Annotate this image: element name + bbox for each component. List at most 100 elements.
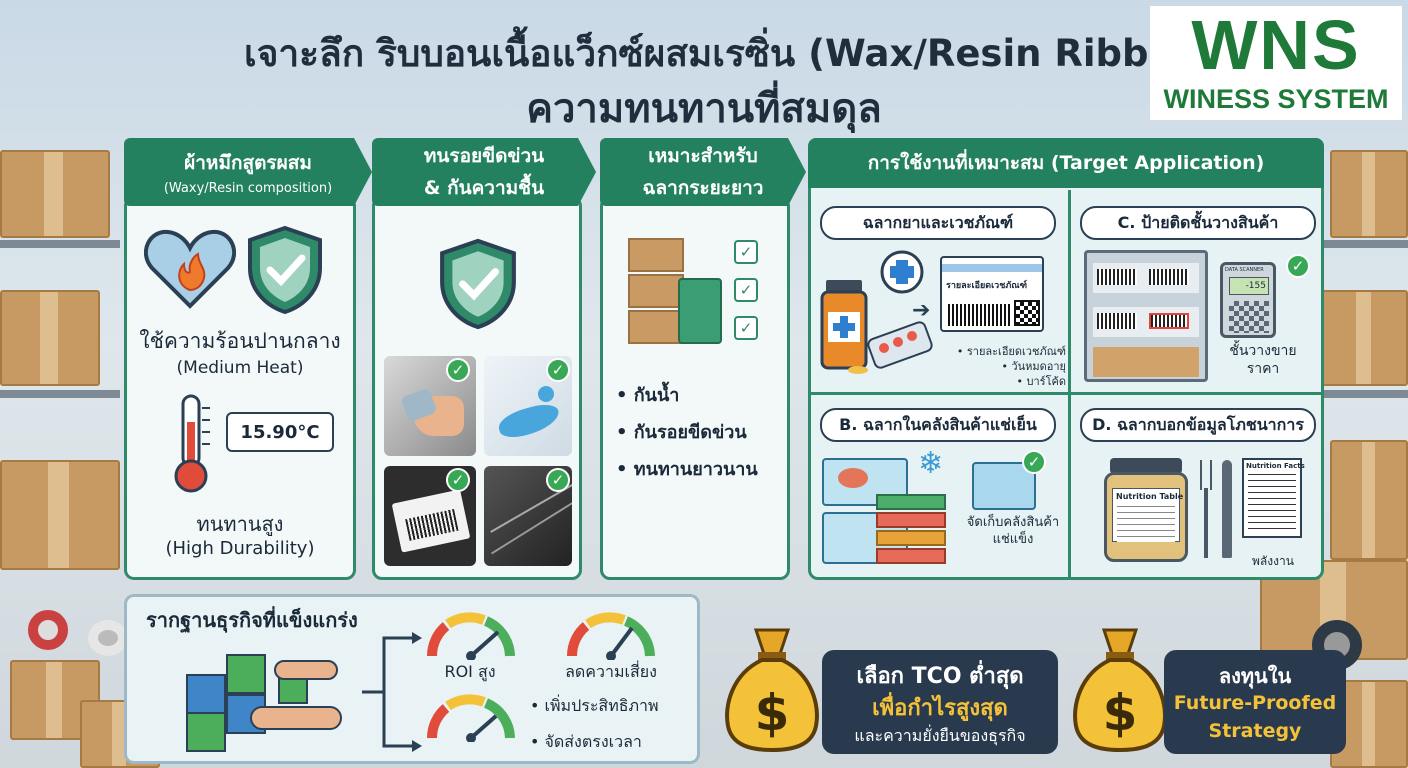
target-heading: การใช้งานที่เหมาะสม (Target Application) <box>808 138 1324 188</box>
branch-arrows <box>362 632 422 752</box>
scanner-device: DATA SCANNER -155 <box>1220 262 1276 338</box>
svg-text:$: $ <box>755 684 790 742</box>
jar-icon: Nutrition Table <box>1104 458 1188 562</box>
scanner-value: -155 <box>1245 281 1266 291</box>
check-icon: ✓ <box>546 358 570 382</box>
check-icon: ✓ <box>446 358 470 382</box>
stacked-boxes-icon <box>628 238 724 344</box>
pharma-bullet-barcode: • บาร์โค้ด <box>1016 375 1066 388</box>
medium-heat-thai: ใช้ความร้อนปานกลาง <box>139 329 341 353</box>
shield-check-icon <box>440 238 516 330</box>
medicine-bottle-icon <box>820 250 933 374</box>
label-cold-storage: B. ฉลากในคลังสินค้าแช่เย็น <box>820 408 1056 442</box>
check-icon: ✓ <box>1022 450 1046 474</box>
nutrition-caption: พลังงาน <box>1252 554 1294 568</box>
composition-heading: ผ้าหมึกสูตรผสม (Waxy/Resin composition) <box>124 138 372 206</box>
label-nutrition-text: D. ฉลากบอกข้อมูลโภชนาการ <box>1092 414 1304 434</box>
composition-subtitle: (Waxy/Resin composition) <box>163 181 333 196</box>
check-icon: ✓ <box>1286 254 1310 278</box>
jar-label-text: Nutrition Table <box>1116 492 1184 501</box>
future-line1: ลงทุนใน <box>1218 664 1292 688</box>
barcode-icon <box>948 304 1010 326</box>
longterm-title-line1: เหมาะสำหรับ <box>648 145 758 167</box>
pharma-card-accent <box>942 264 1042 272</box>
temperature-readout: 15.90°C <box>226 412 334 452</box>
shelf-caption-line1: ชั้นวางขาย <box>1229 343 1297 359</box>
bullet-long-lasting: • ทนทานยาวนาน <box>616 459 758 480</box>
check-icon: ✓ <box>734 316 758 340</box>
bullet-scratch-resistant: • กันรอยขีดข่วน <box>616 422 747 443</box>
snowflake-icon: ❄ <box>918 446 944 481</box>
pharma-card-title: รายละเอียดเวชภัณฑ์ <box>946 281 1028 291</box>
fork-knife-icon <box>1196 460 1236 560</box>
arrow-icon: ➔ <box>912 298 931 323</box>
tape-roll-icon <box>28 610 68 650</box>
shelf-caption-line2: ราคา <box>1246 361 1280 377</box>
scanner-screen: -155 <box>1229 277 1269 295</box>
longterm-bullets: • กันน้ำ • กันรอยขีดข่วน • ทนทานยาวนาน <box>616 380 786 491</box>
check-icon: ✓ <box>734 278 758 302</box>
wns-logo: WNS WINESS SYSTEM <box>1150 6 1402 120</box>
label-shelf: C. ป้ายติดชั้นวางสินค้า <box>1080 206 1316 240</box>
qr-code-icon <box>1014 300 1040 326</box>
thermometer-icon <box>174 394 210 493</box>
wiping-hand-image <box>384 356 476 456</box>
high-durability-english: (High Durability) <box>165 538 315 559</box>
page-title-line2: ความทนทานที่สมดุล <box>526 86 882 132</box>
cold-caption-line2: แช่แข็ง <box>992 532 1034 547</box>
money-bag-icon: $ <box>725 628 819 753</box>
roi-label: ROI สูง <box>444 662 496 681</box>
future-line2: Future-Proofed <box>1173 692 1337 714</box>
target-divider <box>1068 190 1071 580</box>
svg-text:$: $ <box>1103 684 1138 742</box>
pharma-bullet-expiry: • วันหมดอายุ <box>1001 360 1066 373</box>
money-bag-icon: $ <box>1073 628 1167 753</box>
resistance-title-line2: & กันความชื้น <box>423 177 545 199</box>
pharma-label-card: รายละเอียดเวชภัณฑ์ <box>940 256 1044 332</box>
gauge-icon <box>566 612 655 660</box>
business-bullet-ontime: • จัดส่งตรงเวลา <box>530 732 642 751</box>
building-blocks-icon <box>186 650 356 756</box>
target-title: การใช้งานที่เหมาะสม (Target Application) <box>867 152 1265 174</box>
composition-title: ผ้าหมึกสูตรผสม <box>184 152 312 174</box>
cold-storage-caption: จัดเก็บคลังสินค้า แช่แข็ง <box>958 514 1068 548</box>
tco-line3: และความยั่งยืนของธุรกิจ <box>854 726 1026 745</box>
check-icon: ✓ <box>446 468 470 492</box>
target-divider <box>810 392 1322 395</box>
bullet-waterproof: • กันน้ำ <box>616 385 680 406</box>
check-icon: ✓ <box>734 240 758 264</box>
check-icon: ✓ <box>546 468 570 492</box>
scanner-label: DATA SCANNER <box>1225 267 1264 273</box>
pharma-bullets: • รายละเอียดเวชภัณฑ์ • วันหมดอายุ • บาร์… <box>930 344 1066 389</box>
tco-box: เลือก TCO ต่ำสุด เพื่อกำไรสูงสุด และความ… <box>822 650 1058 754</box>
logo-name: WINESS SYSTEM <box>1163 84 1389 114</box>
high-durability-thai: ทนทานสูง <box>196 512 284 536</box>
gauge-icon <box>426 612 515 660</box>
label-nutrition: D. ฉลากบอกข้อมูลโภชนาการ <box>1080 408 1316 442</box>
tape-roll-icon <box>88 620 128 656</box>
business-bullet-efficiency: • เพิ่มประสิทธิภาพ <box>530 696 659 715</box>
shield-check-icon <box>248 225 322 315</box>
future-box: ลงทุนใน Future-Proofed Strategy <box>1164 650 1346 754</box>
nutrition-sheet-title: Nutrition Facts <box>1246 462 1305 470</box>
label-shelf-text: C. ป้ายติดชั้นวางสินค้า <box>1117 212 1279 232</box>
risk-label: ลดความเสี่ยง <box>565 662 657 681</box>
shelf-caption: ชั้นวางขาย ราคา <box>1208 342 1318 378</box>
longterm-heading: เหมาะสำหรับ ฉลากระยะยาว <box>600 138 806 206</box>
nutrition-facts-sheet: Nutrition Facts <box>1242 458 1305 538</box>
water-splash-image <box>484 356 572 456</box>
page-title-line1: เจาะลึก ริบบอนเนื้อแว็กซ์ผสมเรซิ่น (Wax/… <box>244 32 1174 75</box>
temperature-value: 15.90°C <box>240 421 320 443</box>
resistance-heading: ทนรอยขีดข่วน & กันความชื้น <box>372 138 596 206</box>
gauge-icon <box>426 694 515 742</box>
label-pharma-text: ฉลากยาและเวชภัณฑ์ <box>862 212 1014 232</box>
medium-heat-english: (Medium Heat) <box>176 358 304 378</box>
scanner-keypad <box>1229 301 1269 333</box>
store-shelf-image <box>1084 250 1208 382</box>
tco-line2: เพื่อกำไรสูงสุด <box>872 696 1008 721</box>
label-cold-storage-text: B. ฉลากในคลังสินค้าแช่เย็น <box>839 414 1037 434</box>
resistance-title-line1: ทนรอยขีดข่วน <box>423 145 545 167</box>
business-heading: รากฐานธุรกิจที่แข็งแกร่ง <box>146 608 358 632</box>
longterm-title-line2: ฉลากระยะยาว <box>642 177 764 199</box>
logo-mark: WNS <box>1191 6 1361 84</box>
